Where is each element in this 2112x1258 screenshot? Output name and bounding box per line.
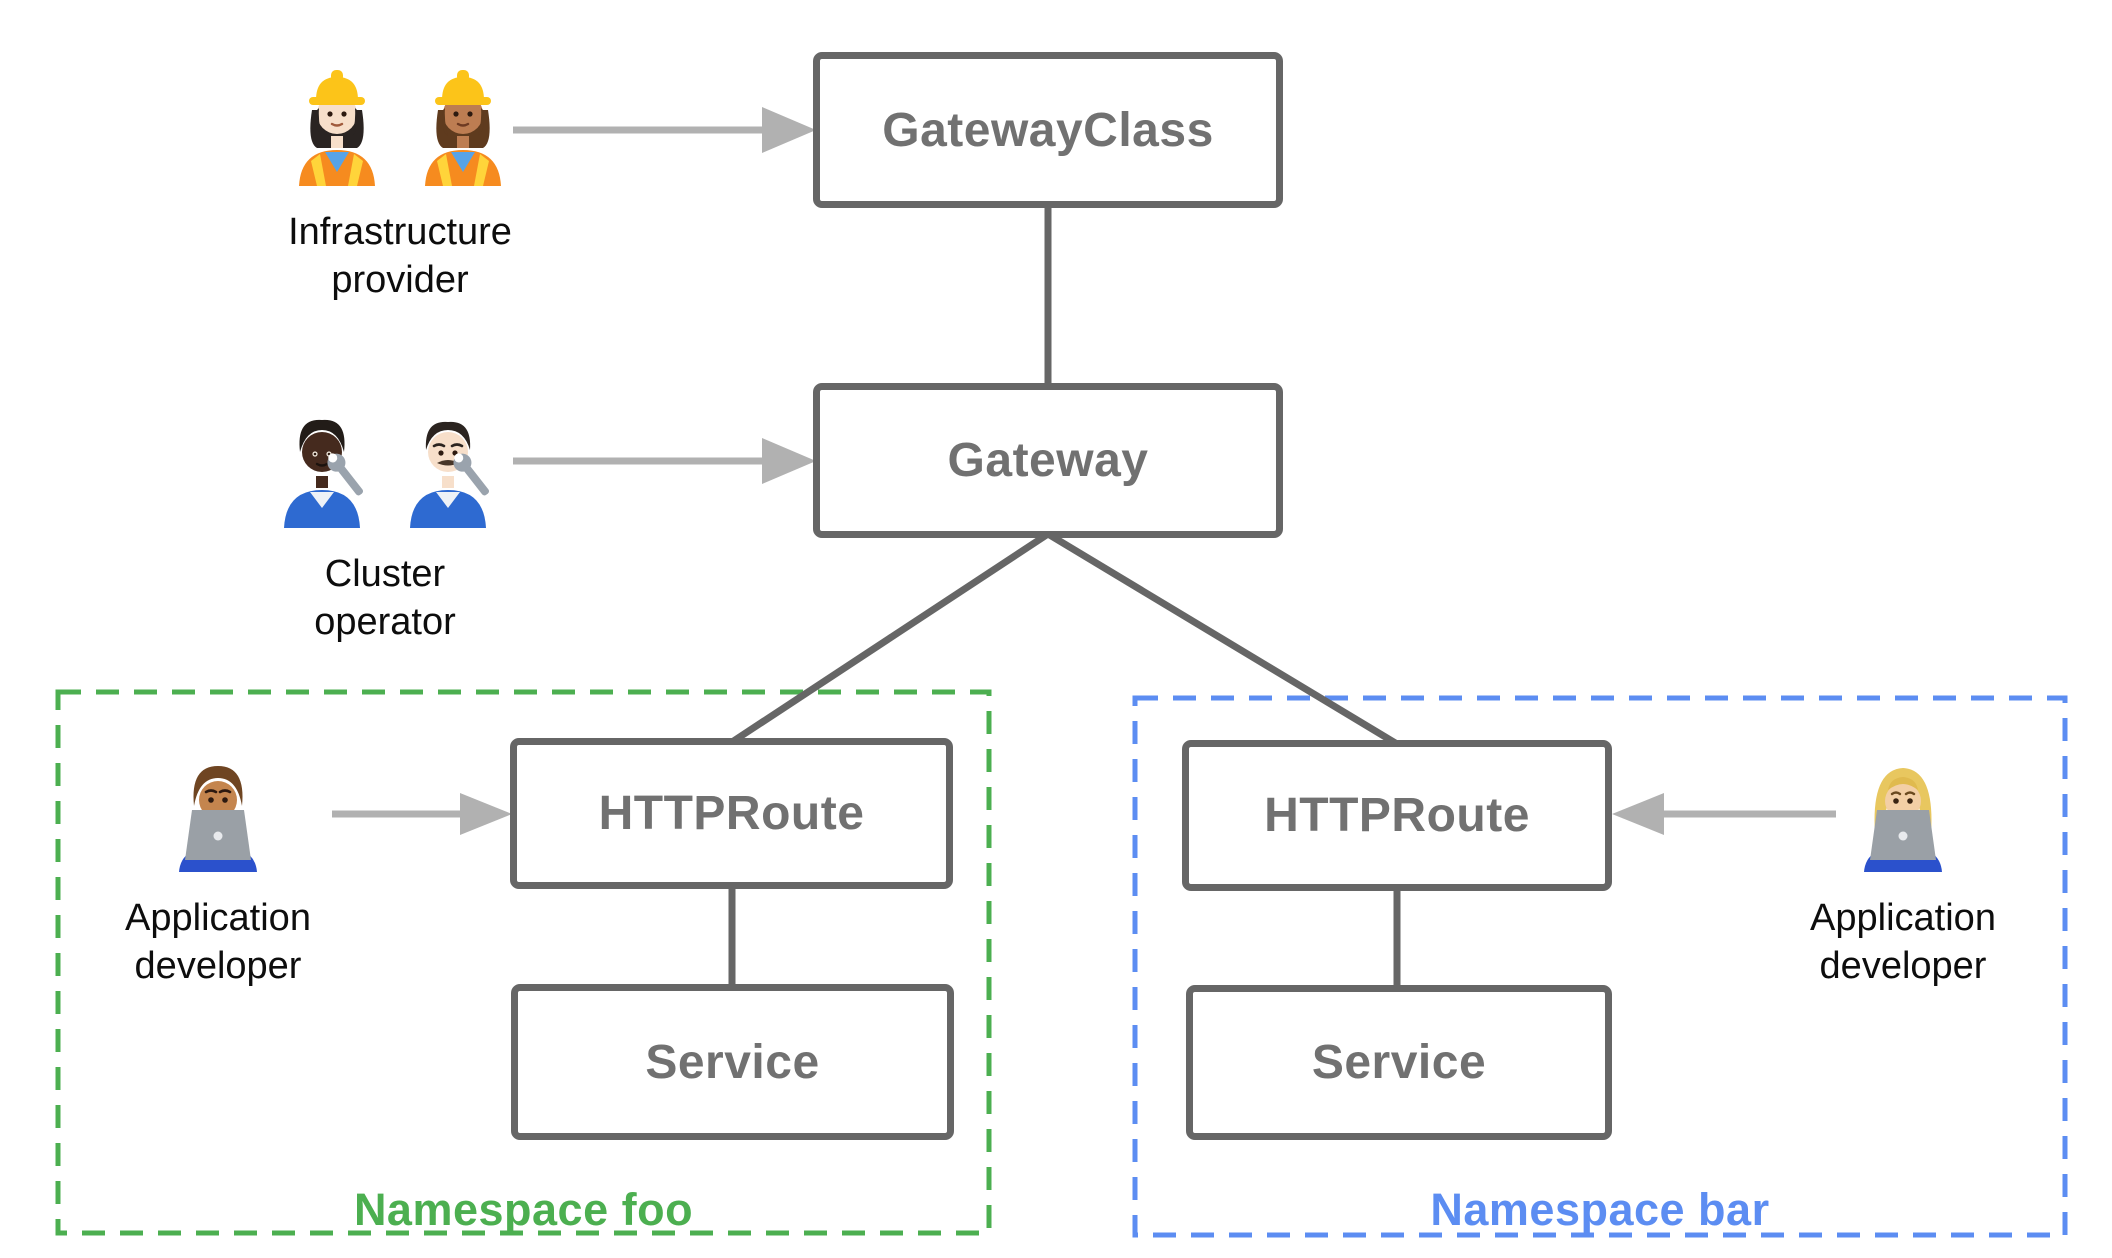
- edge-gateway-httproute-foo: [730, 531, 1050, 745]
- node-httproute-foo: HTTPRoute: [510, 738, 953, 889]
- arrow-head-icon: [460, 793, 512, 835]
- persona-application-developer-bar: Application developer: [1753, 744, 2053, 991]
- woman-technologist-icon: [1864, 768, 1942, 872]
- node-service-foo: Service: [511, 984, 954, 1140]
- arrow-head-icon: [1612, 793, 1664, 835]
- persona-cluster-operator: Cluster operator: [185, 400, 585, 647]
- namespace-bar-label: Namespace bar: [1430, 1184, 1770, 1235]
- persona-icons: [287, 58, 513, 186]
- namespace-foo-boundary: [55, 689, 992, 1236]
- arrow-developer-to-httproute-foo: [332, 793, 512, 835]
- woman-construction-worker-light-icon: [299, 70, 375, 186]
- man-technologist-icon: [179, 766, 257, 872]
- woman-construction-worker-medium-icon: [425, 70, 501, 186]
- man-mechanic-light-icon: [410, 421, 490, 528]
- persona-icons: [272, 400, 498, 528]
- persona-cluster-operator-label: Cluster operator: [314, 553, 456, 644]
- persona-icons: [1848, 744, 1958, 872]
- node-service-foo-label: Service: [645, 1035, 820, 1089]
- arrow-developer-to-httproute-bar: [1612, 793, 1836, 835]
- persona-application-developer-foo: Application developer: [68, 744, 368, 991]
- namespace-bar-boundary: [1132, 695, 2068, 1238]
- node-gatewayclass: GatewayClass: [813, 52, 1283, 208]
- persona-application-developer-bar-label: Application developer: [1810, 897, 1996, 988]
- node-service-bar-label: Service: [1311, 1036, 1487, 1089]
- namespace-foo-label: Namespace foo: [353, 1184, 694, 1235]
- arrow-head-icon: [762, 438, 816, 484]
- node-service-bar: Service: [1186, 985, 1612, 1140]
- persona-infrastructure-provider-label: Infrastructure provider: [288, 211, 512, 302]
- node-gatewayclass-label: GatewayClass: [882, 103, 1214, 157]
- mechanic-dark-icon: [284, 419, 364, 528]
- persona-infrastructure-provider: Infrastructure provider: [200, 58, 600, 305]
- node-httproute-bar-label: HTTPRoute: [1264, 789, 1530, 842]
- node-httproute-bar: HTTPRoute: [1182, 740, 1612, 891]
- node-gateway-label: Gateway: [947, 434, 1149, 487]
- node-gateway: Gateway: [813, 383, 1283, 538]
- arrow-infrastructure-to-gatewayclass: [513, 107, 816, 153]
- edge-gateway-httproute-bar: [1046, 531, 1399, 747]
- arrow-cluster-operator-to-gateway: [513, 438, 816, 484]
- persona-icons: [163, 744, 273, 872]
- persona-application-developer-foo-label: Application developer: [125, 897, 311, 988]
- arrow-head-icon: [762, 107, 816, 153]
- node-httproute-foo-label: HTTPRoute: [598, 787, 865, 840]
